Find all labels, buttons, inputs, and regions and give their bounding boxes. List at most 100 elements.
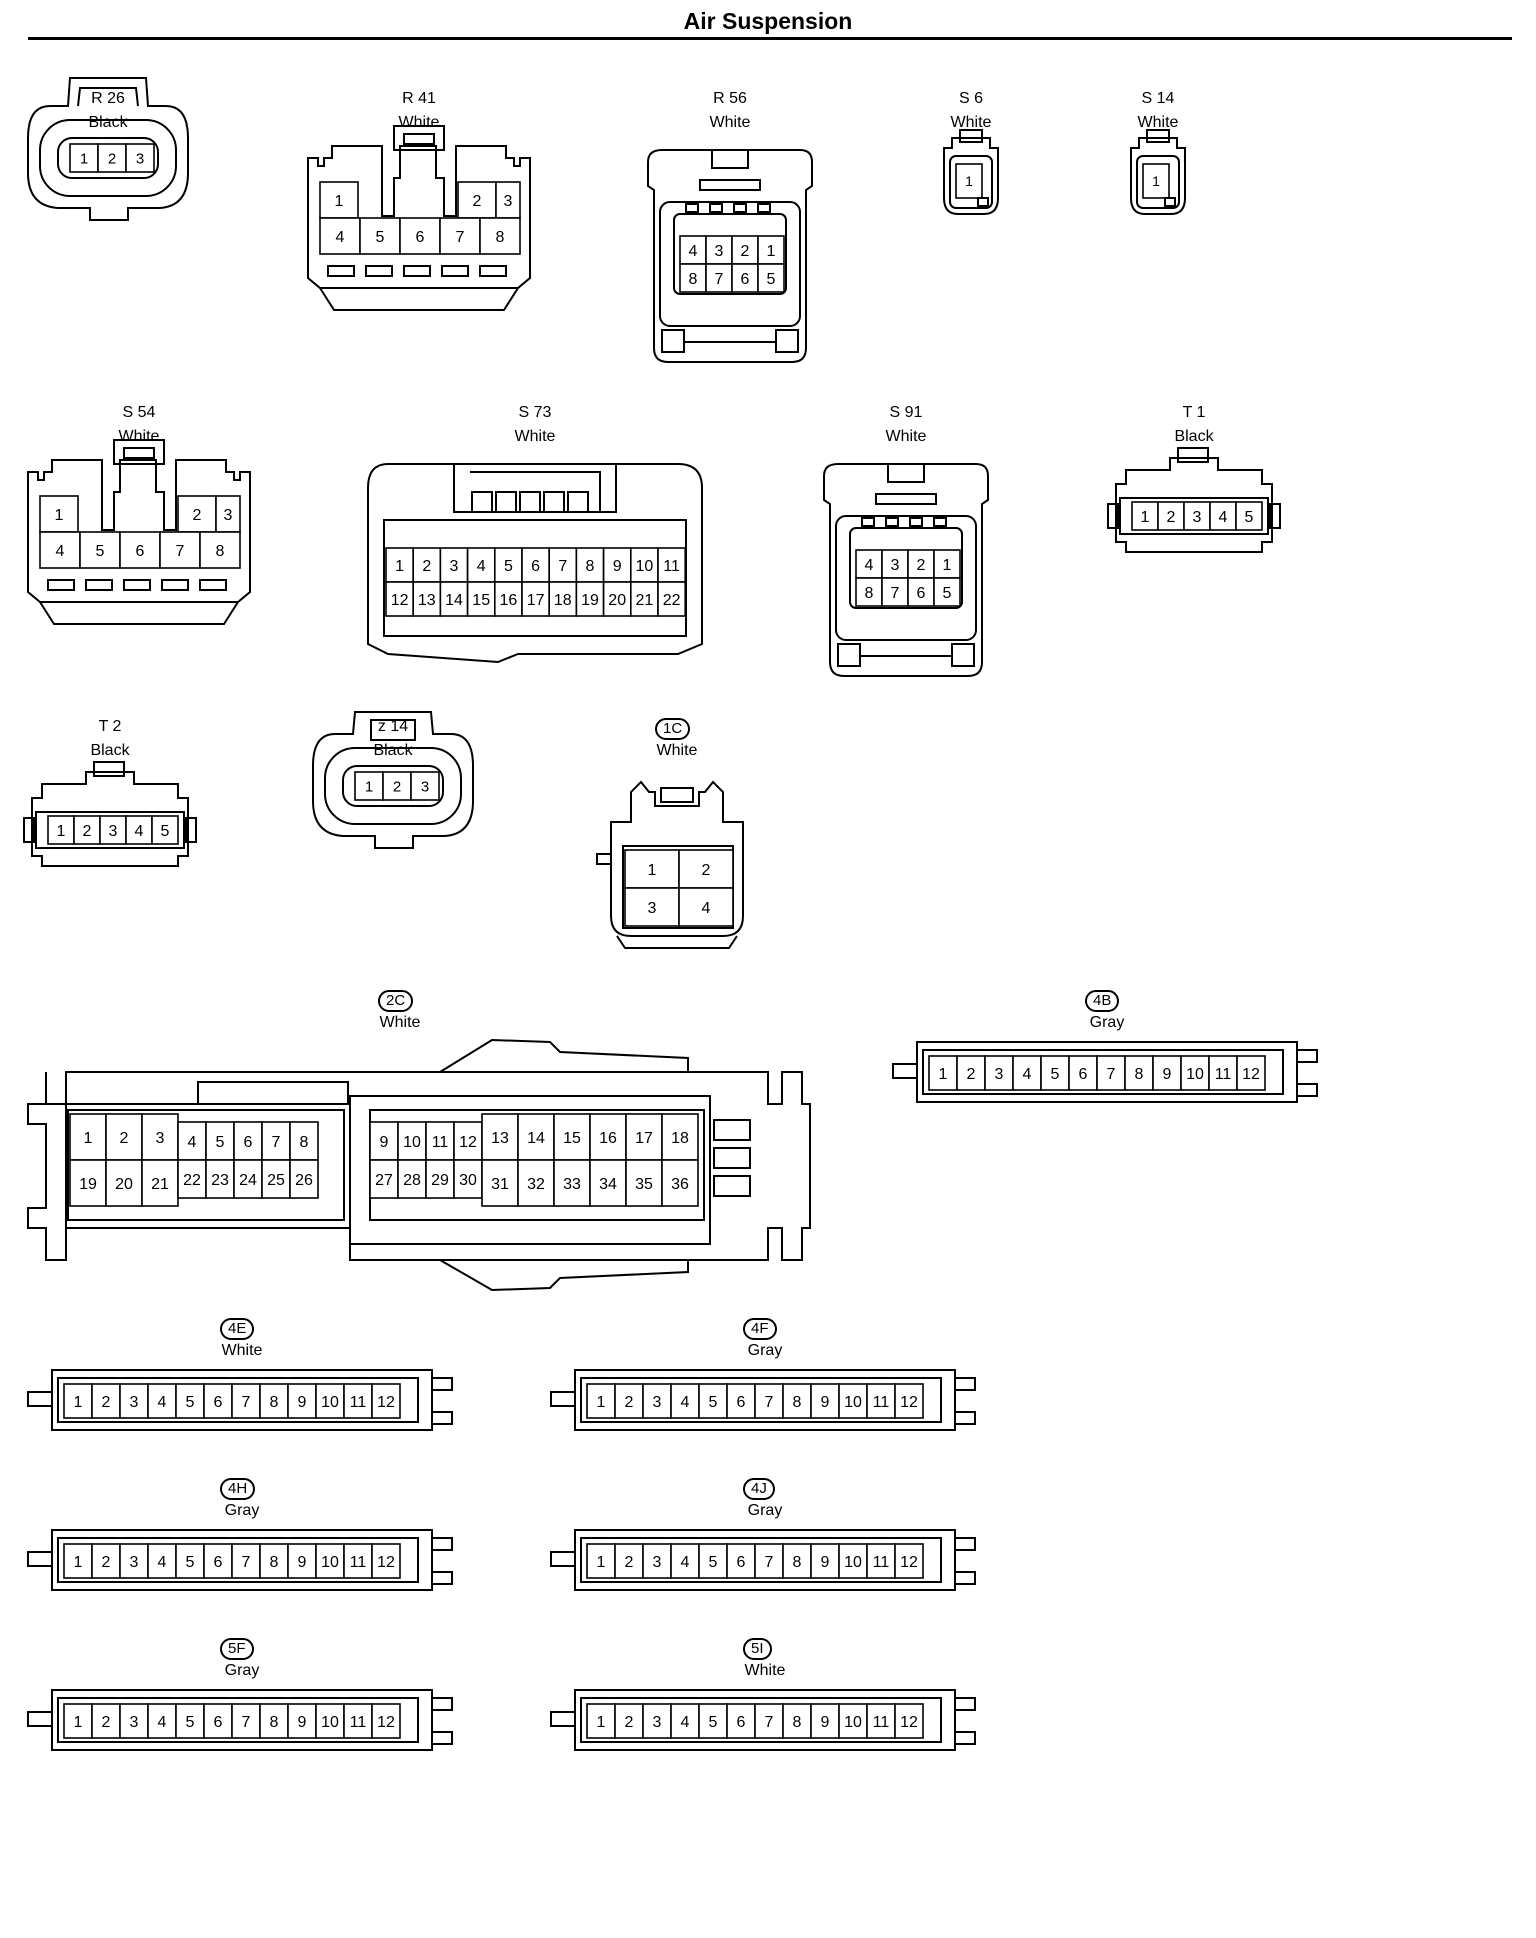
pin-cell bbox=[586, 1543, 616, 1579]
housing-outline bbox=[312, 711, 474, 849]
pin-number: 1 bbox=[767, 243, 776, 260]
connector-color: Black bbox=[373, 742, 413, 759]
pin-number: 4 bbox=[56, 543, 65, 560]
pin-cell bbox=[259, 1543, 289, 1579]
pin-number: 14 bbox=[445, 592, 463, 609]
pin-cell bbox=[624, 887, 680, 927]
pin-number: 16 bbox=[500, 592, 518, 609]
housing-part bbox=[47, 579, 75, 591]
pin-number: 10 bbox=[844, 1714, 862, 1731]
pin-cell bbox=[287, 1703, 317, 1739]
pin-cell bbox=[894, 1543, 924, 1579]
connector-id: T 1 bbox=[1182, 404, 1206, 421]
pin-cell bbox=[439, 547, 469, 583]
housing-part bbox=[57, 1537, 419, 1583]
pin-cell bbox=[119, 1543, 149, 1579]
pin-number: 3 bbox=[891, 557, 900, 574]
pin-number: 1 bbox=[57, 823, 66, 840]
pin-number: 4 bbox=[1219, 509, 1228, 526]
pin-number: 2 bbox=[120, 1130, 129, 1147]
pin-number: 8 bbox=[1135, 1066, 1144, 1083]
pin-number: 11 bbox=[350, 1714, 367, 1731]
pin-number: 32 bbox=[527, 1176, 545, 1193]
pin-cell bbox=[670, 1383, 700, 1419]
pin-number: 5 bbox=[161, 823, 170, 840]
housing-part bbox=[580, 1377, 942, 1423]
pin-number: 2 bbox=[422, 558, 431, 575]
pin-cell bbox=[754, 1703, 784, 1739]
pin-number: 11 bbox=[873, 1714, 890, 1731]
pin-cell bbox=[1236, 1055, 1266, 1091]
housing-bottom bbox=[39, 601, 239, 625]
pin-cell bbox=[1131, 501, 1159, 531]
connector-id: 4J bbox=[743, 1478, 775, 1500]
pin-cell bbox=[343, 1383, 373, 1419]
housing-outline bbox=[610, 780, 744, 937]
housing-outline bbox=[31, 771, 189, 867]
pin-cell bbox=[602, 547, 632, 583]
pin-cell bbox=[359, 217, 401, 255]
pin-cell bbox=[866, 1543, 896, 1579]
pin-number: 9 bbox=[298, 1714, 307, 1731]
pin-cell bbox=[553, 1113, 591, 1161]
pin-cell bbox=[1124, 1055, 1154, 1091]
housing-part bbox=[27, 1391, 53, 1407]
pin-number: 5 bbox=[504, 558, 513, 575]
housing-part bbox=[342, 765, 444, 807]
pin-cell bbox=[91, 1703, 121, 1739]
connector-id: 4H bbox=[220, 1478, 256, 1500]
pin-cell bbox=[119, 1703, 149, 1739]
pin-number: 4 bbox=[681, 1714, 690, 1731]
housing-part bbox=[324, 747, 462, 825]
pin-cell bbox=[548, 547, 578, 583]
housing-part bbox=[861, 517, 875, 527]
housing-part bbox=[1136, 155, 1180, 209]
pin-cell bbox=[369, 1121, 399, 1161]
housing-part bbox=[431, 1537, 453, 1551]
pin-number: 8 bbox=[270, 1714, 279, 1731]
pin-cell bbox=[586, 1383, 616, 1419]
connector-color: White bbox=[885, 428, 927, 445]
housing-part bbox=[673, 213, 787, 295]
pin-number: 4 bbox=[158, 1714, 167, 1731]
pin-number: 6 bbox=[737, 1554, 746, 1571]
pin-number: 13 bbox=[491, 1130, 509, 1147]
housing-part bbox=[885, 517, 899, 527]
pin-cell bbox=[661, 1159, 699, 1207]
pin-number: 7 bbox=[765, 1394, 774, 1411]
pin-number: 12 bbox=[391, 592, 409, 609]
pin-number: 12 bbox=[377, 1714, 395, 1731]
pin-number: 3 bbox=[504, 193, 513, 210]
connector-color: White bbox=[379, 1014, 421, 1031]
pin-number: 16 bbox=[599, 1130, 617, 1147]
connector-id: R 56 bbox=[713, 90, 747, 107]
pin-number: 10 bbox=[844, 1394, 862, 1411]
pin-cell bbox=[119, 531, 161, 569]
pin-cell bbox=[731, 263, 759, 293]
pin-number: 9 bbox=[821, 1714, 830, 1731]
pin-cell bbox=[629, 547, 659, 583]
housing-part bbox=[835, 515, 977, 641]
pin-number: 3 bbox=[136, 150, 144, 167]
connector-id: 2C bbox=[378, 990, 414, 1012]
connector-id: T 2 bbox=[98, 718, 122, 735]
pin-cell bbox=[319, 217, 361, 255]
pin-cell bbox=[63, 1543, 93, 1579]
housing-part bbox=[35, 811, 185, 849]
pin-number: 1 bbox=[84, 1130, 93, 1147]
pin-cell bbox=[105, 1159, 143, 1207]
pin-number: 11 bbox=[873, 1554, 890, 1571]
pin-cell bbox=[614, 1543, 644, 1579]
housing-part bbox=[875, 493, 937, 505]
connector-drawing: 1 bbox=[1130, 129, 1186, 215]
housing-part bbox=[185, 817, 197, 843]
pin-number: 9 bbox=[380, 1134, 389, 1151]
pin-cell bbox=[602, 581, 632, 617]
